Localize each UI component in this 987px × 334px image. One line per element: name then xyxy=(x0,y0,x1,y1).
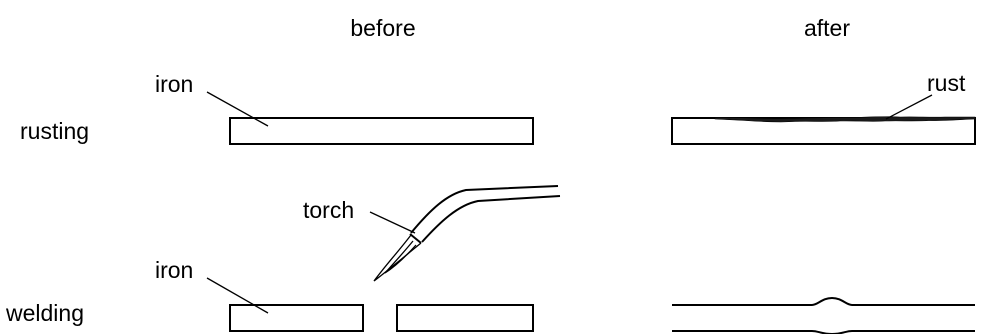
iron-leader-line-bottom xyxy=(206,277,269,314)
header-after: after xyxy=(804,15,850,41)
torch-nozzle-outer xyxy=(410,185,559,234)
iron-label-bottom: iron xyxy=(155,257,193,283)
iron-bar-after-rusting xyxy=(671,117,976,145)
row-label-welding: welding xyxy=(5,300,84,326)
torch-flame-outer xyxy=(373,234,422,282)
iron-piece-right xyxy=(396,304,534,332)
rust-leader-line xyxy=(885,94,933,120)
header-before: before xyxy=(350,15,415,41)
torch-leader-line xyxy=(369,211,416,234)
torch-tip-band xyxy=(409,233,422,244)
rust-layer xyxy=(714,116,976,123)
iron-bar-before-rusting xyxy=(229,117,534,145)
row-label-rusting: rusting xyxy=(20,118,89,144)
rust-label: rust xyxy=(927,70,966,96)
iron-leader-line-top xyxy=(206,91,269,127)
welded-bar-top-edge xyxy=(672,296,975,306)
iron-piece-left xyxy=(229,304,364,332)
iron-label-top: iron xyxy=(155,71,193,97)
welded-bar-bottom-edge xyxy=(672,330,975,334)
torch-nozzle-inner xyxy=(421,195,561,243)
torch-flame-inner xyxy=(384,240,417,274)
torch-label: torch xyxy=(303,197,354,223)
